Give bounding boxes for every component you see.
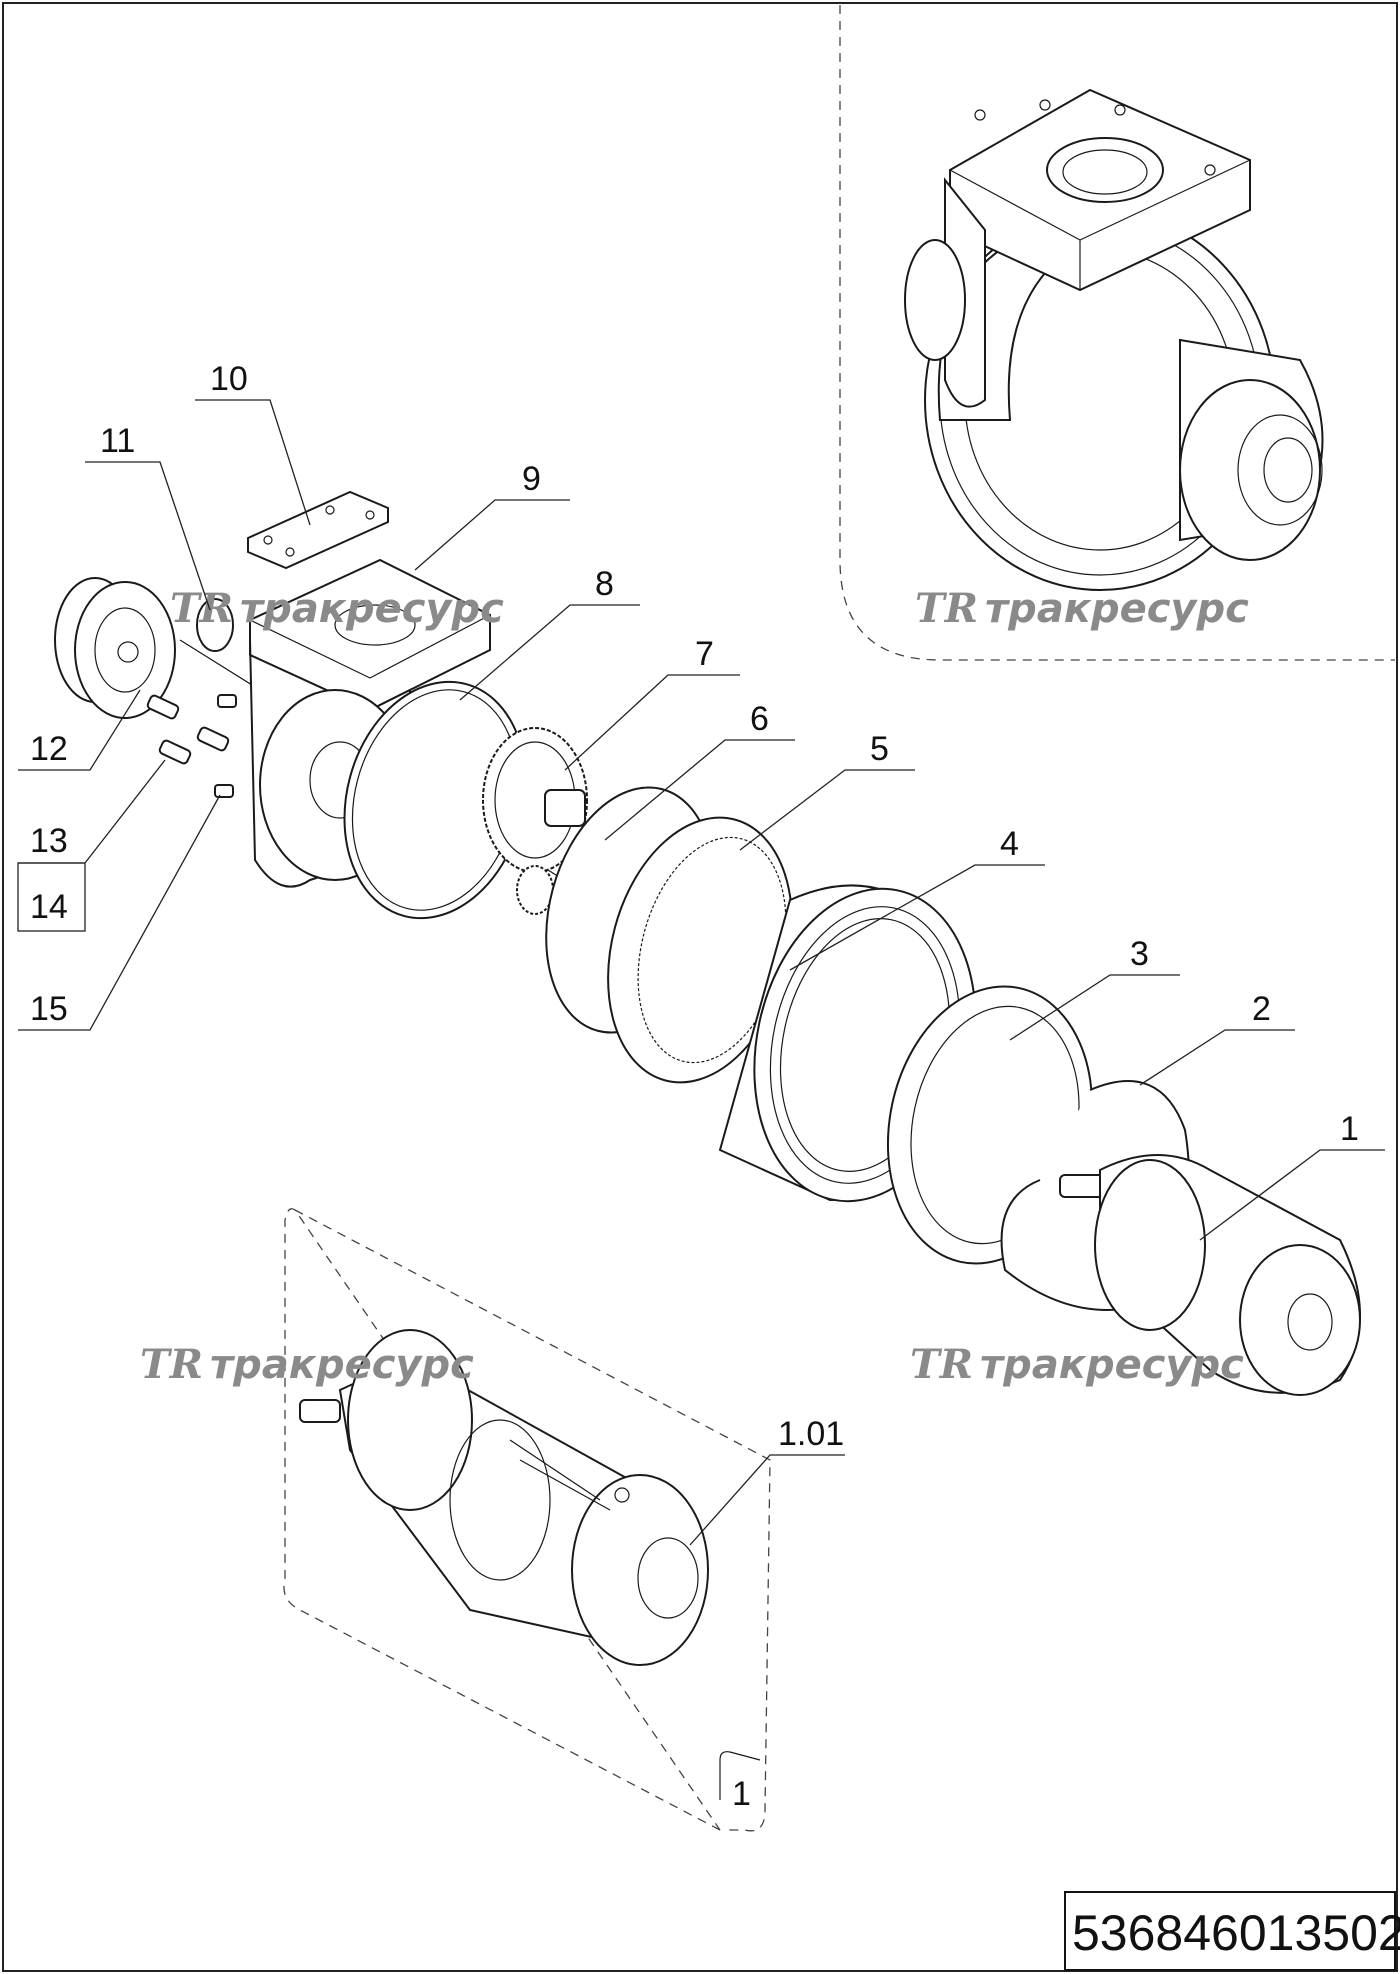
callout-10: 10 <box>210 360 248 398</box>
part-12-end-cover <box>54 577 176 719</box>
callout-15: 15 <box>30 990 68 1028</box>
svg-text:TR: TR <box>170 585 233 632</box>
part-10-cover-plate <box>247 490 389 570</box>
svg-text:тракресурс: тракресурс <box>980 1342 1244 1388</box>
callout-14-box <box>17 862 86 932</box>
inset-dashed-boundary <box>839 5 1395 661</box>
svg-text:тракресурс: тракресурс <box>240 586 504 632</box>
callout-5: 5 <box>870 730 889 768</box>
callout-3: 3 <box>1130 935 1149 973</box>
detail-dashed-boundary <box>283 1208 771 1832</box>
callout-7: 7 <box>695 635 714 673</box>
watermark-lower-left: TR тракресурс <box>140 1341 474 1388</box>
watermark-lower-right: TR тракресурс <box>910 1341 1244 1388</box>
part-13-bolts <box>146 694 230 765</box>
detail-index-label: 1 <box>732 1775 751 1813</box>
callout-8: 8 <box>595 565 614 603</box>
callout-13: 13 <box>30 822 68 860</box>
detail-1-01-motor-assembly <box>299 1329 709 1666</box>
part-1-motor-hub <box>1059 1154 1361 1396</box>
callout-2: 2 <box>1252 990 1271 1028</box>
watermark-middle: TR тракресурс <box>170 585 504 632</box>
document-number-box <box>1064 1891 1396 1971</box>
callout-12: 12 <box>30 730 68 768</box>
document-number: 536846013502 <box>1072 1905 1400 1961</box>
callout-11: 11 <box>100 422 135 460</box>
callout-1-01: 1.01 <box>778 1415 844 1453</box>
part-11-o-ring <box>196 598 234 652</box>
svg-text:тракресурс: тракресурс <box>985 586 1249 632</box>
callout-9: 9 <box>522 460 541 498</box>
detail-index-tab <box>719 1751 761 1800</box>
svg-text:тракресурс: тракресурс <box>210 1342 474 1388</box>
assembled-drive-unit <box>904 88 1324 591</box>
svg-text:TR: TR <box>915 585 978 632</box>
part-15-fitting <box>214 694 237 798</box>
callout-4: 4 <box>1000 825 1019 863</box>
callout-1: 1 <box>1340 1110 1359 1148</box>
svg-text:TR: TR <box>140 1341 203 1388</box>
callout-6: 6 <box>750 700 769 738</box>
svg-text:TR: TR <box>910 1341 973 1388</box>
watermark-top-right: TR тракресурс <box>915 585 1249 632</box>
callout-14: 14 <box>30 888 68 926</box>
